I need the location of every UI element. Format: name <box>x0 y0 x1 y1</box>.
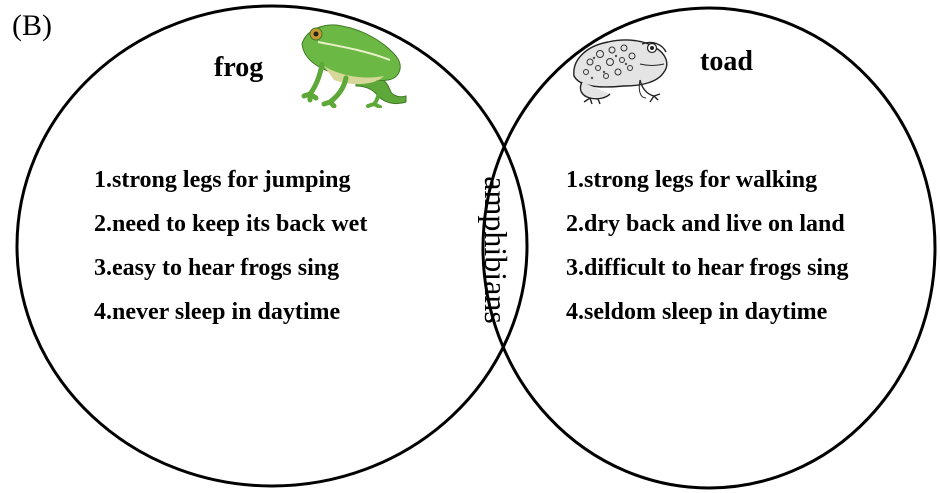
intersection-label: amphibians <box>478 176 514 324</box>
toad-trait-item: 4.seldom sleep in daytime <box>566 290 848 334</box>
frog-title: frog <box>214 52 263 84</box>
toad-traits-list: 1.strong legs for walking 2.dry back and… <box>566 158 848 334</box>
toad-trait-item: 3.difficult to hear frogs sing <box>566 246 848 290</box>
toad-title: toad <box>700 46 753 78</box>
toad-picture-icon <box>568 32 672 106</box>
frog-trait-item: 2.need to keep its back wet <box>94 202 367 246</box>
toad-trait-item: 1.strong legs for walking <box>566 158 848 202</box>
frog-trait-item: 3.easy to hear frogs sing <box>94 246 367 290</box>
frog-trait-item: 1.strong legs for jumping <box>94 158 367 202</box>
frog-traits-list: 1.strong legs for jumping 2.need to keep… <box>94 158 367 334</box>
frog-trait-item: 4.never sleep in daytime <box>94 290 367 334</box>
toad-trait-item: 2.dry back and live on land <box>566 202 848 246</box>
part-label: (B) <box>12 8 52 44</box>
frog-picture-icon <box>294 16 412 108</box>
